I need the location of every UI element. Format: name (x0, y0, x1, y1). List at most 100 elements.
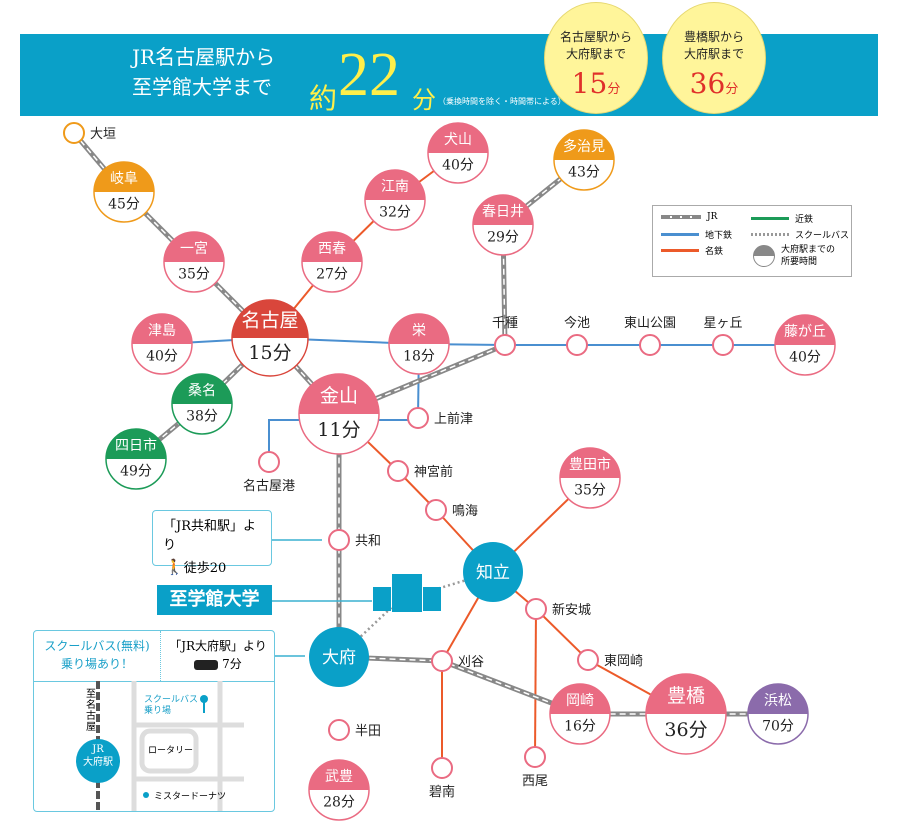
station-label: 大府駅 (83, 757, 113, 768)
station-name: 西尾 (522, 774, 548, 789)
station-header (132, 314, 192, 344)
station-marker (328, 719, 350, 741)
station-header (428, 123, 488, 153)
legend-label: スクールバス (795, 231, 850, 241)
station-time: 35分 (574, 483, 606, 499)
station-name: 藤が丘 (784, 324, 826, 340)
station-time: 27分 (316, 267, 348, 283)
jr-line-dash (338, 159, 585, 415)
station-header (550, 684, 610, 714)
station-name: 鳴海 (452, 504, 478, 519)
station-西尾: 西尾 (522, 746, 548, 789)
station-知立: 知立 (463, 542, 523, 602)
station-name: 刈谷 (458, 655, 484, 670)
station-time: 16分 (564, 719, 596, 735)
station-marker (63, 122, 85, 144)
station-藤が丘: 藤が丘 40分 (774, 314, 836, 376)
bus-callout-left: スクールバス(無料)乗り場あり！ (34, 637, 160, 673)
station-name: 多治見 (563, 138, 605, 155)
station-name: 星ヶ丘 (703, 316, 742, 331)
station-marker (407, 407, 429, 429)
station-header (106, 429, 166, 459)
station-header (94, 162, 154, 192)
station-time: 11分 (317, 419, 360, 441)
station-marker (309, 627, 369, 687)
station-栄: 栄 18分 (388, 313, 450, 375)
station-name: 名古屋港 (243, 478, 295, 494)
station-time: 40分 (442, 158, 474, 174)
station-刈谷: 刈谷 (431, 650, 484, 672)
station-header (560, 448, 620, 478)
station-鳴海: 鳴海 (425, 499, 478, 521)
station-name: 今池 (564, 315, 590, 331)
station-time: 18分 (403, 349, 435, 365)
banner-approx: 約 (309, 82, 338, 115)
bubble-text: 大府駅まで (683, 47, 744, 61)
station-name: 一宮 (180, 241, 208, 257)
bubble-value: 36 (689, 67, 726, 100)
station-time: 40分 (146, 349, 178, 365)
station-東岡崎: 東岡崎 (577, 649, 643, 671)
banner-minutes: 22 (338, 41, 400, 109)
station-header (748, 684, 808, 714)
banner-line1: JR名古屋駅から (132, 45, 276, 69)
station-name: 豊橋 (667, 685, 705, 707)
station-豊田市: 豊田市 35分 (559, 447, 621, 509)
bus-stop-text: 乗り場 (144, 706, 172, 716)
station-header (309, 760, 369, 790)
station-name: 栄 (412, 323, 426, 339)
bubble-value: 15 (571, 67, 608, 100)
station-marker (577, 649, 599, 671)
legend-time: 大府駅までの所要時間 (753, 244, 835, 268)
bus-stop-label: 乗り場あり！ (60, 657, 133, 671)
station-marker (566, 334, 588, 356)
bus-callout-right: 「JR大府駅」より 7分 (162, 637, 274, 673)
station-name: 豊田市 (569, 456, 611, 473)
station-time: 32分 (379, 205, 411, 221)
station-東山公園: 東山公園 (624, 315, 676, 356)
legend-label: JR (707, 212, 718, 222)
station-time: 40分 (789, 350, 821, 366)
bus-stop-text: スクールバス (144, 695, 199, 705)
legend-kintetsu: 近鉄 (751, 212, 813, 225)
station-name: 新安城 (552, 602, 591, 618)
station-上前津: 上前津 (407, 407, 473, 429)
legend-label: 所要時間 (781, 257, 818, 267)
station-name: 名古屋 (241, 310, 298, 332)
station-time: 36分 (664, 719, 707, 741)
half-circle-icon (753, 245, 775, 267)
station-marker (425, 499, 447, 521)
legend-label: 近鉄 (795, 215, 814, 225)
bus-callout: スクールバス(無料)乗り場あり！ 「JR大府駅」より 7分 (34, 631, 274, 682)
walking-person-icon: 🚶 (165, 558, 184, 576)
station-name: 津島 (148, 323, 176, 339)
station-name: 千種 (492, 315, 518, 331)
mini-map-drawing (76, 681, 244, 811)
station-name: 犬山 (444, 132, 472, 148)
banner-note: （乗換時間を除く・時間帯による） (438, 97, 566, 106)
bubble-text: 名古屋駅から (559, 30, 632, 44)
bubble-unit: 分 (725, 82, 739, 97)
banner-unit: 分 (412, 86, 436, 114)
station-marker (328, 529, 350, 551)
station-name: 知立 (476, 563, 510, 583)
station-千種: 千種 (492, 315, 518, 356)
station-time: 45分 (108, 197, 140, 213)
station-time: 38分 (186, 409, 218, 425)
station-大垣: 大垣 (63, 122, 116, 144)
legend-label: 大府駅までの (781, 245, 836, 255)
station-time: 49分 (120, 464, 152, 480)
legend-jr: JR (661, 212, 717, 222)
bubble-text: 豊橋駅から (683, 30, 744, 44)
station-time: 35分 (178, 267, 210, 283)
station-header (302, 232, 362, 262)
station-marker (431, 650, 453, 672)
rotary-label: ロータリー (148, 746, 194, 756)
